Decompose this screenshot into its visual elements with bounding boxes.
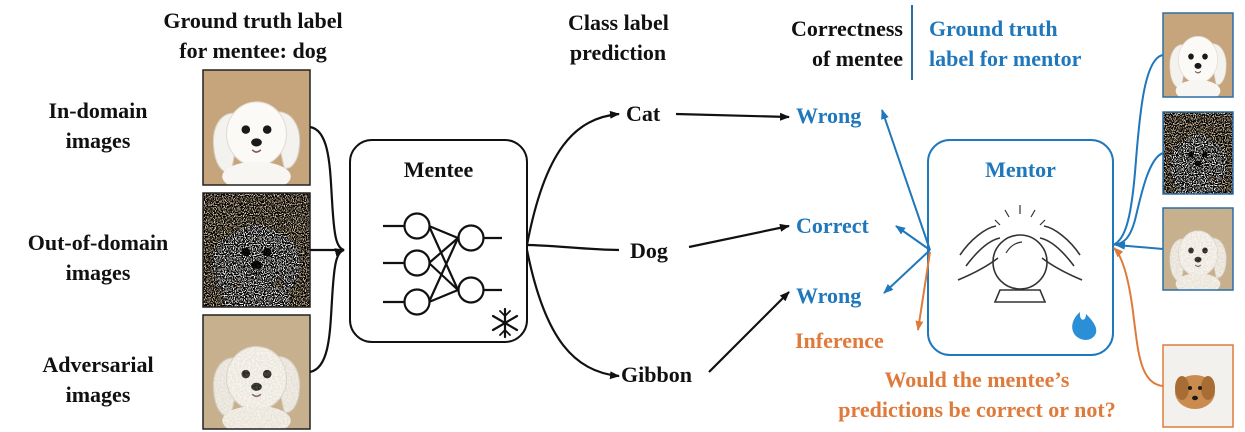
prediction-dog: Dog [630,238,668,263]
neural-network-icon [383,212,502,316]
correctness-wrong-1: Wrong [796,103,862,128]
mentor-in-domain-image [1162,12,1234,98]
row-label-out-of-domain: Out-of-domain images [27,230,169,285]
mentee-box [349,139,528,343]
snowflake-icon [491,307,519,339]
row-label-adversarial: Adversarial images [42,352,154,407]
correctness-wrong-2: Wrong [796,283,862,308]
mentee-title: Mentee [403,157,474,182]
crystal-ball-icon [957,205,1083,303]
prediction-cat: Cat [626,101,661,126]
mentor-ood-image [1162,111,1234,195]
correctness-of-mentee-header: Correctness of mentee [791,16,903,71]
inference-question: Would the mentee’s predictions be correc… [838,367,1116,422]
correctness-arrows [675,112,790,373]
mentor-input-arrows [1112,54,1164,250]
prediction-gibbon: Gibbon [621,362,692,387]
mentor-output-arrows [881,109,931,294]
inference-image [1162,344,1234,428]
mentor-adversarial-image [1162,207,1234,291]
row-label-in-domain: In-domain images [48,98,148,153]
ground-truth-mentor-header: Ground truth label for mentor [929,16,1082,71]
input-connectors [309,125,345,374]
flame-icon [1072,312,1097,340]
adversarial-image [202,314,311,430]
in-domain-image [202,69,311,186]
ground-truth-mentee-header: Ground truth label for mentee: dog [163,8,343,63]
out-of-domain-image [202,192,311,308]
inference-arrows [915,247,1164,387]
class-label-prediction-header: Class label prediction [568,10,669,65]
inference-label: Inference [795,328,884,353]
correctness-correct: Correct [796,213,869,238]
mentor-title: Mentor [985,157,1056,182]
prediction-arrows [525,110,620,380]
